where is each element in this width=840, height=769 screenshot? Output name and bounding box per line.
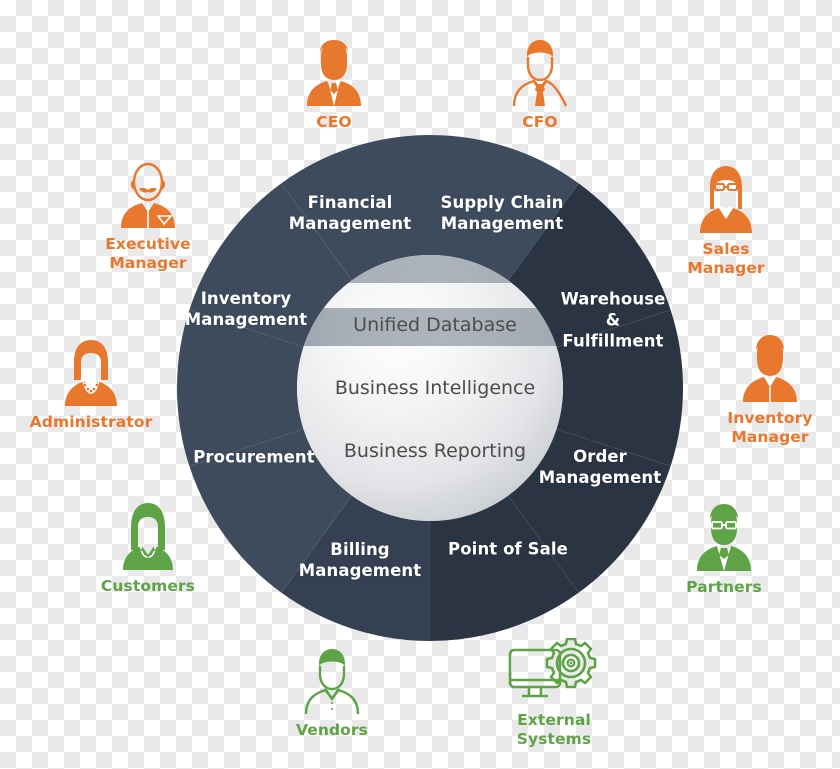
actor-executive-manager[interactable]: Executive Manager	[73, 158, 223, 272]
woman-long-hair-icon	[73, 500, 223, 574]
man-glasses-suit-icon	[649, 501, 799, 575]
man-collar-icon	[695, 332, 840, 406]
actor-label-administrator: Administrator	[29, 413, 153, 431]
actor-cfo[interactable]: CFO	[465, 36, 615, 132]
actor-vendors[interactable]: Vendors	[257, 644, 407, 740]
man-beard-suit-icon	[259, 36, 409, 110]
man-tie-outline-icon	[465, 36, 615, 110]
woman-bob-necklace-icon	[16, 336, 166, 410]
woman-glasses-icon	[651, 163, 801, 237]
bald-man-mustache-icon	[73, 158, 223, 232]
actor-external-systems[interactable]: External Systems	[479, 637, 629, 748]
actor-label-ceo: CEO	[316, 113, 352, 131]
ring-segments-group	[177, 135, 683, 641]
actor-label-sales-manager: Sales Manager	[687, 240, 765, 277]
actor-sales-manager[interactable]: Sales Manager	[651, 163, 801, 277]
actor-label-customers: Customers	[100, 577, 196, 595]
actor-label-partners: Partners	[686, 578, 762, 596]
actor-inventory-manager[interactable]: Inventory Manager	[695, 332, 840, 446]
actor-ceo[interactable]: CEO	[259, 36, 409, 132]
actor-customers[interactable]: Customers	[73, 500, 223, 596]
actor-label-external-systems: External Systems	[516, 711, 592, 748]
actor-label-cfo: CFO	[522, 113, 558, 131]
man-shirt-outline-icon	[257, 644, 407, 718]
actor-partners[interactable]: Partners	[649, 501, 799, 597]
actor-label-executive-manager: Executive Manager	[105, 235, 191, 272]
actor-label-vendors: Vendors	[295, 721, 368, 739]
actor-administrator[interactable]: Administrator	[16, 336, 166, 432]
monitor-gear-icon	[479, 637, 629, 708]
erp-wheel	[177, 135, 683, 641]
actor-label-inventory-manager: Inventory Manager	[727, 409, 813, 446]
wheel-svg	[177, 135, 683, 641]
